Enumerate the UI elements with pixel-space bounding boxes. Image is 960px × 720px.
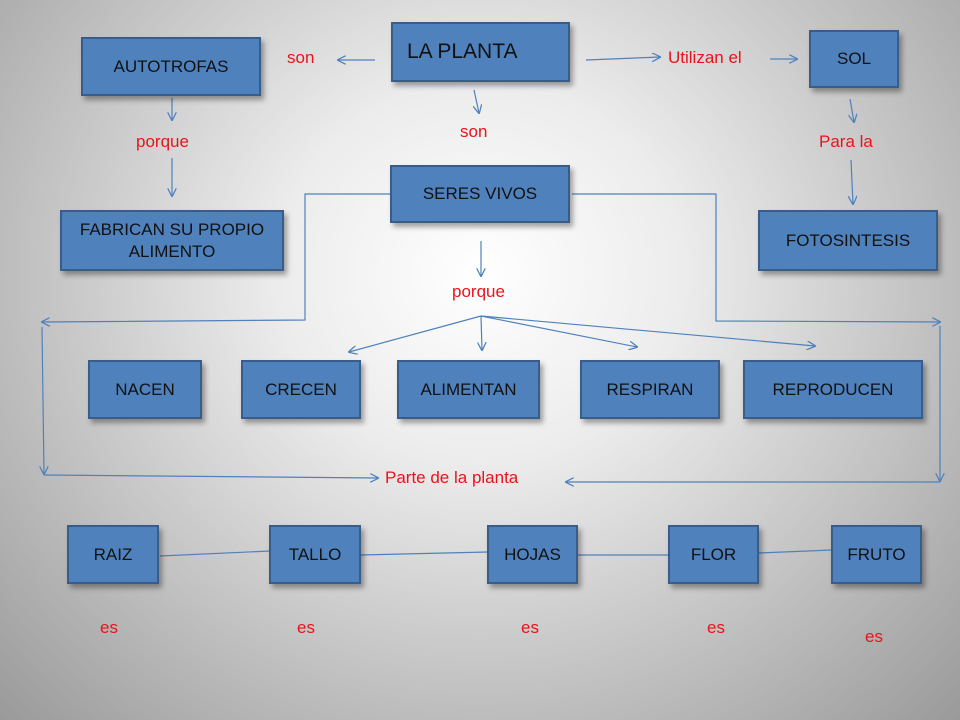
node-raiz-label: RAIZ <box>93 544 133 564</box>
node-flor-label: FLOR <box>690 544 737 564</box>
node-fabrican-su-propio-alimento: FABRICAN SU PROPIO ALIMENTO <box>60 210 284 271</box>
node-la-planta-label: LA PLANTA <box>407 40 518 63</box>
node-crecen: CRECEN <box>241 360 361 419</box>
fan-to-crecen <box>349 315 482 352</box>
label-es-hojas: es <box>521 618 539 637</box>
node-autotrofas: AUTOTROFAS <box>81 37 261 96</box>
label-es-fruto: es <box>865 627 883 646</box>
bracket-right <box>572 193 940 322</box>
node-raiz: RAIZ <box>67 525 159 584</box>
arrow-to-parte-left <box>43 475 378 478</box>
link-tallo-hojas <box>360 551 489 556</box>
node-hojas: HOJAS <box>487 525 578 584</box>
node-respiran: RESPIRAN <box>580 360 720 419</box>
bracket-left <box>42 193 390 322</box>
label-es-tallo: es <box>297 618 315 637</box>
label-porque-left: porque <box>136 132 189 151</box>
node-seres-vivos-label: SERES VIVOS <box>422 184 538 203</box>
node-sol: SOL <box>809 30 899 88</box>
node-alimentan: ALIMENTAN <box>397 360 540 419</box>
node-seres-vivos: SERES VIVOS <box>390 165 570 223</box>
node-respiran-label: RESPIRAN <box>606 379 694 399</box>
label-son-left: son <box>287 48 315 67</box>
node-fotosintesis: FOTOSINTESIS <box>758 210 938 271</box>
node-reproducen: REPRODUCEN <box>743 360 923 419</box>
node-tallo-label: TALLO <box>288 544 342 564</box>
arrow-planta-down <box>474 89 479 113</box>
label-para-la: Para la <box>819 132 873 151</box>
arrow-sol-down <box>850 98 854 122</box>
node-sol-label: SOL <box>836 49 872 68</box>
fan-to-alimentan <box>481 315 482 350</box>
node-la-planta: LA PLANTA <box>391 22 570 82</box>
label-son-down: son <box>460 122 488 141</box>
label-utilizan-el: Utilizan el <box>668 48 742 67</box>
node-fruto: FRUTO <box>831 525 922 584</box>
node-flor: FLOR <box>668 525 759 584</box>
node-crecen-label: CRECEN <box>265 379 337 399</box>
fan-to-reproducen <box>480 315 815 346</box>
arrow-left-down <box>42 326 44 474</box>
node-reproducen-label: REPRODUCEN <box>772 379 894 399</box>
arrow-planta-to-utilizan <box>585 57 660 60</box>
link-raiz-tallo <box>159 550 271 557</box>
label-es-flor: es <box>707 618 725 637</box>
link-flor-fruto <box>758 549 833 554</box>
node-alimentan-label: ALIMENTAN <box>420 379 517 399</box>
node-nacen-label: NACEN <box>115 379 175 399</box>
label-parte-de-la-planta: Parte de la planta <box>385 468 519 487</box>
node-autotrofas-label: AUTOTROFAS <box>113 56 229 76</box>
fan-to-respiran <box>480 315 637 347</box>
node-fabrican-label: FABRICAN SU PROPIO ALIMENTO <box>79 219 265 261</box>
label-es-raiz: es <box>100 618 118 637</box>
node-fotosintesis-label: FOTOSINTESIS <box>785 230 911 250</box>
node-fruto-label: FRUTO <box>847 544 906 564</box>
node-hojas-label: HOJAS <box>504 544 561 564</box>
arrow-parala-to-fotosintesis <box>851 159 853 204</box>
node-nacen: NACEN <box>88 360 202 419</box>
node-tallo: TALLO <box>269 525 361 584</box>
label-porque-center: porque <box>452 282 505 301</box>
